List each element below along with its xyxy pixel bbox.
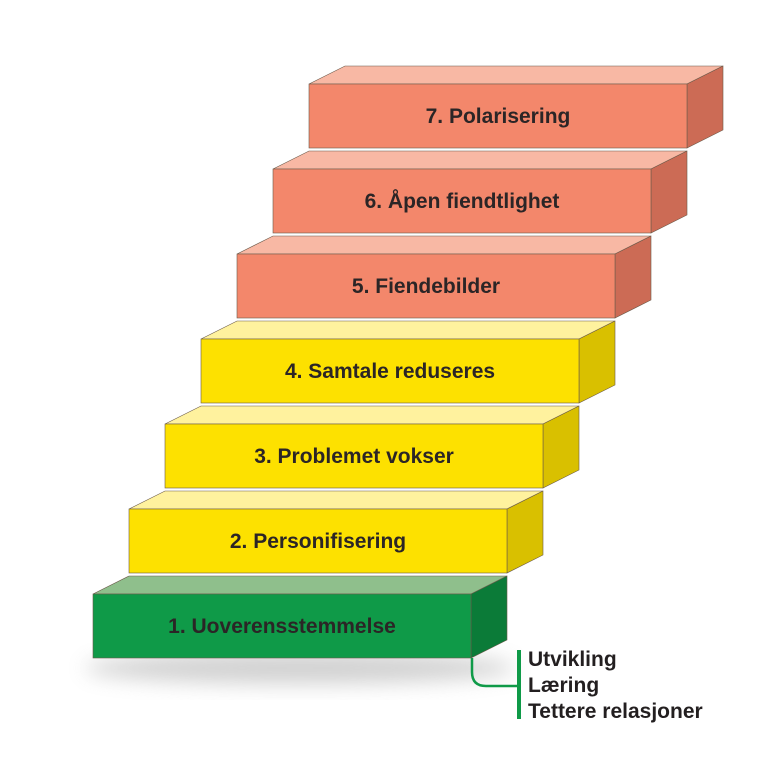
step-front-face (236, 253, 616, 319)
step-top-face (272, 150, 688, 170)
step-front-face (128, 508, 508, 574)
step-top-face (164, 405, 580, 425)
step-front-face (308, 83, 688, 149)
stair-step-5: 5. Fiendebilder (236, 235, 652, 319)
stair-step-1: 1. Uoverensstemmelse (92, 575, 508, 659)
stair-step-7: 7. Polarisering (308, 65, 724, 149)
ground-shadow (85, 652, 515, 684)
step-top-face (200, 320, 616, 340)
step-front-face (164, 423, 544, 489)
step-front-face (200, 338, 580, 404)
step-label: 5. Fiendebilder (352, 275, 500, 298)
step-label: 1. Uoverensstemmelse (168, 615, 396, 638)
stair-step-3: 3. Problemet vokser (164, 405, 580, 489)
step-top-face (236, 235, 652, 255)
step-label: 6. Åpen fiendtlighet (365, 189, 560, 213)
stair-step-6: 6. Åpen fiendtlighet (272, 150, 688, 234)
outcome-item-development: Utvikling (528, 648, 617, 671)
outcome-item-learning: Læring (528, 674, 600, 697)
stair-step-4: 4. Samtale reduseres (200, 320, 616, 404)
step-top-face (128, 490, 544, 510)
step-front-face (272, 168, 652, 234)
step-top-face (92, 575, 508, 595)
outcome-item-closer-relations: Tettere relasjoner (528, 700, 703, 723)
stair-step-2: 2. Personifisering (128, 490, 544, 574)
step-label: 2. Personifisering (230, 530, 406, 553)
step-top-face (308, 65, 724, 85)
connector-line (470, 658, 519, 688)
step-label: 4. Samtale reduseres (285, 360, 495, 383)
step-label: 3. Problemet vokser (254, 445, 454, 468)
outcome-connector (470, 650, 521, 719)
step-front-face (92, 593, 472, 659)
step-label: 7. Polarisering (426, 105, 571, 128)
